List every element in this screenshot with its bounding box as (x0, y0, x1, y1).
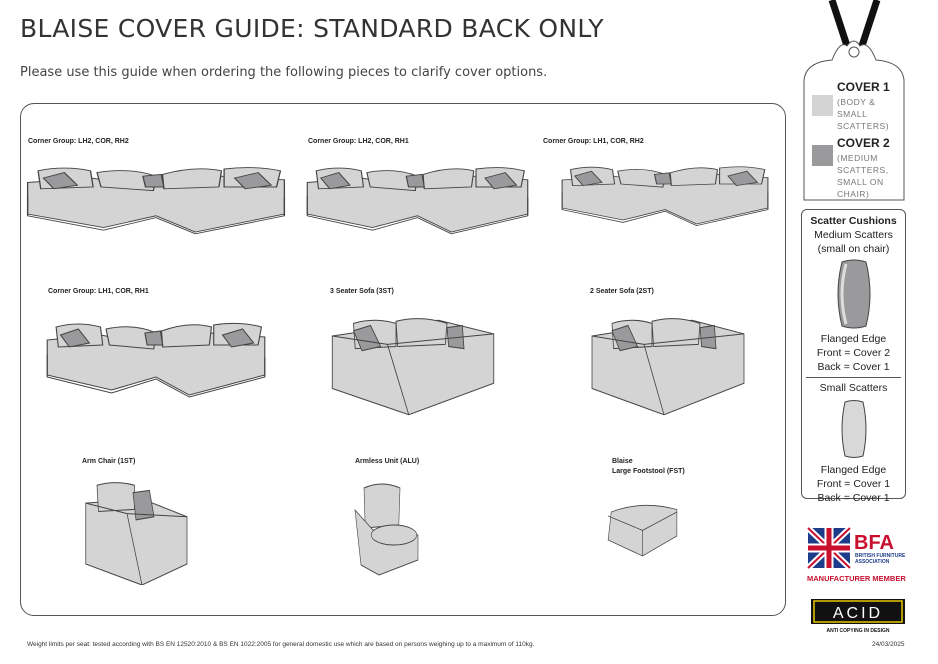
acid-logo: ACID ANTI COPYING IN DESIGN (811, 599, 905, 634)
furniture-illustration (354, 483, 419, 576)
page-title: BLAISE COVER GUIDE: STANDARD BACK ONLY (20, 14, 604, 43)
date: 24/03/2025 (872, 641, 905, 648)
product-label: Corner Group: LH2, COR, RH2 (28, 138, 129, 145)
furniture-illustration (331, 318, 495, 416)
product-label: Corner Group: LH1, COR, RH1 (48, 288, 149, 295)
furniture-illustration (46, 322, 266, 398)
small-title: Small Scatters (819, 382, 888, 394)
weight-note: Weight limits per seat: tested according… (27, 641, 535, 648)
bfa-member: MANUFACTURER MEMBER (807, 574, 906, 583)
cover1-swatch (812, 95, 833, 116)
product-label: Arm Chair (1ST) (82, 458, 136, 465)
scatter-heading: Scatter Cushions (810, 215, 897, 227)
product-label: Armless Unit (ALU) (355, 458, 420, 465)
svg-text:ACID: ACID (833, 605, 883, 622)
svg-text:BRITISH FURNITURE: BRITISH FURNITURE (855, 553, 906, 559)
cover2-title: COVER 2 (837, 136, 890, 150)
medium-edge: Flanged Edge (820, 333, 887, 345)
medium-front: Front = Cover 2 (816, 347, 891, 359)
medium-scatter-icon (837, 259, 870, 329)
small-back: Back = Cover 1 (817, 492, 890, 504)
product-label: Blaise Large Footstool (FST) (612, 458, 685, 475)
svg-text:ASSOCIATION: ASSOCIATION (855, 559, 890, 565)
product-label: 2 Seater Sofa (2ST) (590, 288, 654, 295)
medium-sub: (small on chair) (817, 243, 890, 255)
furniture-illustration (26, 167, 286, 235)
small-scatter-icon (841, 400, 866, 458)
furniture-illustration (561, 166, 769, 227)
cover2-swatch (812, 145, 833, 166)
furniture-illustration (306, 167, 529, 235)
bfa-logo: BFA BRITISH FURNITURE ASSOCIATION MANUFA… (807, 527, 906, 583)
products-panel (20, 103, 786, 616)
cover1-desc: (BODY & SMALL SCATTERS) (837, 97, 890, 131)
svg-text:ANTI COPYING IN DESIGN: ANTI COPYING IN DESIGN (826, 628, 889, 634)
small-edge: Flanged Edge (820, 464, 887, 476)
scatter-cushions-panel: Scatter Cushions Medium Scatters (small … (801, 209, 906, 504)
furniture-illustration (85, 482, 188, 585)
furniture-illustration (607, 504, 678, 557)
cover2-desc: (MEDIUM SCATTERS, SMALL ON CHAIR) (837, 153, 889, 199)
product-label: Corner Group: LH2, COR, RH1 (308, 138, 409, 145)
furniture-illustration (591, 318, 745, 416)
product-label: 3 Seater Sofa (3ST) (330, 288, 394, 295)
product-label: Corner Group: LH1, COR, RH2 (543, 138, 644, 145)
medium-back: Back = Cover 1 (817, 361, 890, 373)
page-subtitle: Please use this guide when ordering the … (20, 65, 548, 80)
cover1-title: COVER 1 (837, 80, 890, 94)
bfa-text: BFA (854, 532, 894, 554)
medium-title: Medium Scatters (814, 229, 893, 241)
small-front: Front = Cover 1 (816, 478, 891, 490)
